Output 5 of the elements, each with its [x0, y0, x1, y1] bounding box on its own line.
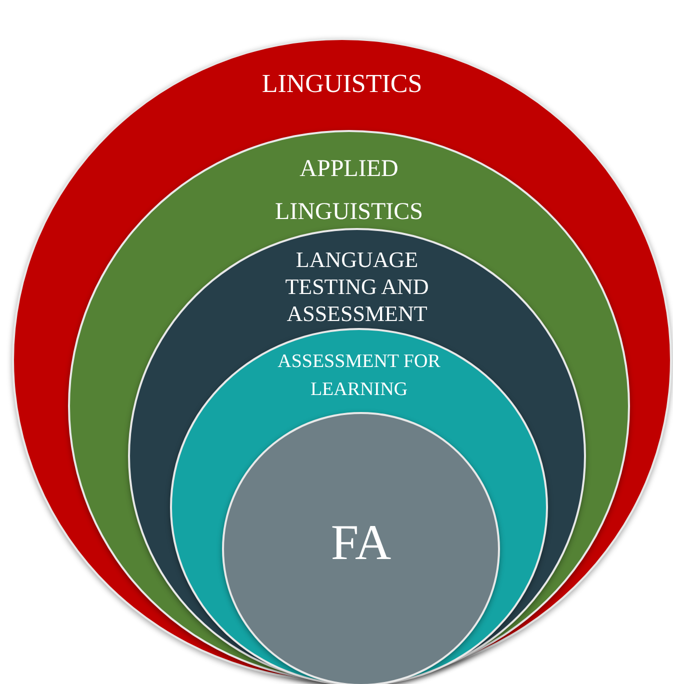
circle-label: FA	[330, 514, 392, 570]
circle-label: LANGUAGE TESTING AND ASSESSMENT	[284, 246, 430, 327]
circle-label: APPLIED LINGUISTICS	[274, 155, 424, 227]
circle-label: LINGUISTICS	[260, 68, 424, 100]
circle-label: ASSESSMENT FOR LEARNING	[276, 350, 442, 402]
